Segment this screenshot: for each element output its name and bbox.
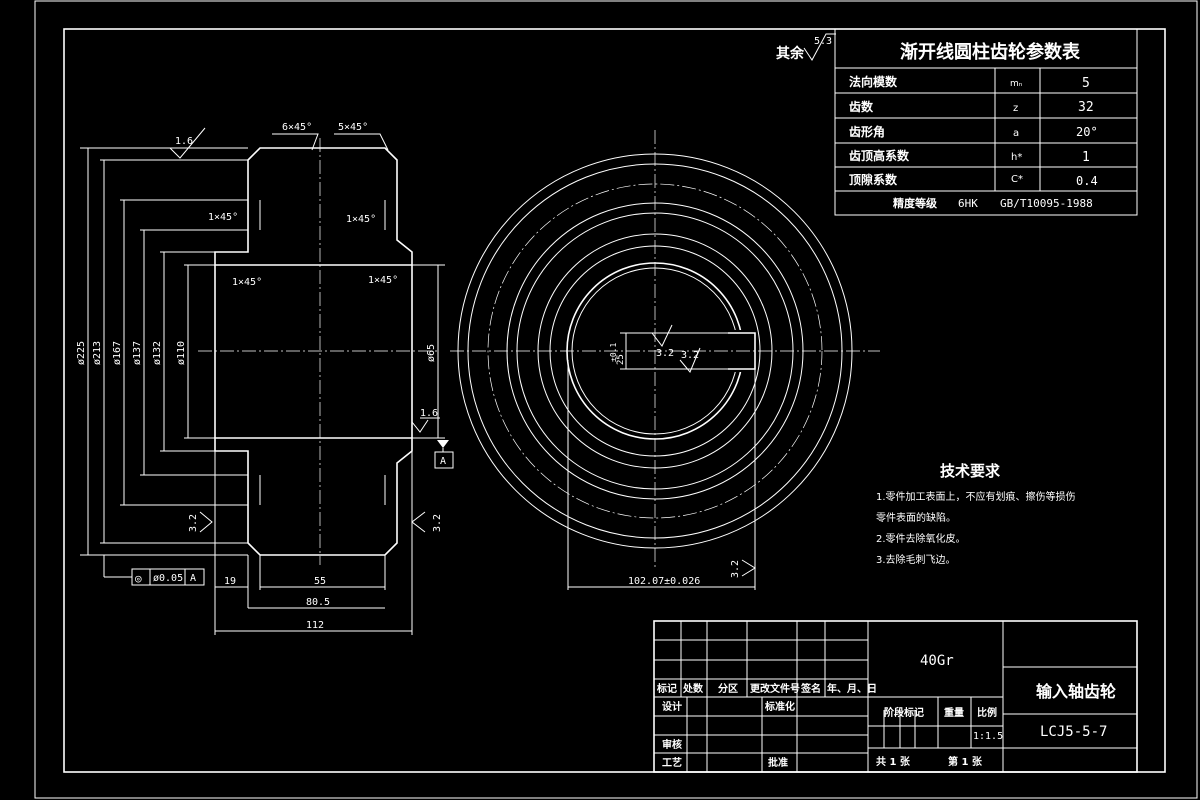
dim-dia-225: ø225 bbox=[76, 341, 87, 365]
label-review: 审核 bbox=[662, 738, 682, 751]
tech-req-item-1: 1.零件加工表面上，不应有划痕、擦伤等损伤 bbox=[876, 490, 1076, 503]
outer-frame bbox=[34, 0, 1198, 799]
roughness-3-2-right: 3.2 bbox=[432, 514, 443, 532]
accuracy-grade: 6HK bbox=[958, 197, 978, 210]
roughness-keyway-3: 3.2 bbox=[730, 560, 741, 578]
label-process: 工艺 bbox=[662, 756, 682, 769]
dim-keyway-tol: ±0.1 bbox=[609, 343, 618, 362]
remaining-roughness: 其余 5.3 bbox=[776, 33, 836, 62]
upper-section-hatch bbox=[214, 147, 413, 266]
param-name-1: 法向模数 bbox=[849, 74, 898, 89]
dim-len-19: 19 bbox=[224, 576, 236, 587]
param-value-1: 5 bbox=[1082, 76, 1090, 91]
gear-parameters-table: 渐开线圆柱齿轮参数表 法向模数 mₙ 5 齿数 z 32 齿形角 a 20° 齿… bbox=[834, 28, 1138, 216]
dim-len-112: 112 bbox=[306, 620, 324, 631]
tech-req-item-4: 3.去除毛刺飞边。 bbox=[876, 553, 956, 566]
params-table-title: 渐开线圆柱齿轮参数表 bbox=[900, 41, 1081, 63]
scale-value: 1:1.5 bbox=[973, 731, 1003, 742]
header-change-doc: 更改文件号 bbox=[750, 682, 800, 695]
label-standardize: 标准化 bbox=[764, 700, 795, 713]
roughness-3-2-left: 3.2 bbox=[188, 514, 199, 532]
param-name-5: 顶隙系数 bbox=[849, 172, 898, 187]
param-symbol-3: a bbox=[1013, 128, 1019, 139]
param-value-5: 0.4 bbox=[1076, 174, 1098, 188]
param-symbol-2: z bbox=[1013, 103, 1018, 114]
header-date: 年、月、日 bbox=[827, 682, 877, 695]
datum-box bbox=[434, 451, 454, 469]
tech-req-item-3: 2.零件去除氧化皮。 bbox=[876, 532, 966, 545]
dim-dia-167: ø167 bbox=[112, 341, 123, 365]
material: 40Gr bbox=[920, 653, 954, 669]
param-name-4: 齿顶高系数 bbox=[849, 148, 910, 163]
sheets-total: 共 1 张 bbox=[876, 755, 911, 768]
dim-dia-bore: ø65 bbox=[426, 344, 437, 362]
param-name-3: 齿形角 bbox=[849, 124, 885, 139]
inner-frame bbox=[63, 28, 1166, 773]
param-value-4: 1 bbox=[1082, 150, 1090, 165]
label-scale: 比例 bbox=[977, 706, 997, 719]
roughness-keyway-2: 3.2 bbox=[681, 350, 699, 361]
drawing-number: LCJ5-5-7 bbox=[1040, 724, 1107, 740]
header-count: 处数 bbox=[682, 682, 704, 695]
param-symbol-4: h* bbox=[1011, 152, 1022, 163]
header-zone: 分区 bbox=[718, 682, 738, 695]
chamfer-1x45-label-lr: 1×45° bbox=[368, 275, 398, 286]
roughness-1-6-bore: 1.6 bbox=[420, 408, 438, 419]
dim-dia-137: ø137 bbox=[132, 341, 143, 365]
label-approve: 批准 bbox=[768, 756, 788, 769]
param-symbol-5: C* bbox=[1011, 174, 1023, 185]
tolerance-frame bbox=[131, 568, 205, 586]
tolerance-datum: A bbox=[190, 573, 196, 584]
chamfer-1x45-label-ur: 1×45° bbox=[346, 214, 376, 225]
header-mark: 标记 bbox=[656, 682, 677, 695]
dim-keyway-width: 102.07±0.026 bbox=[628, 576, 700, 587]
chamfer-1x45-label-ul: 1×45° bbox=[208, 212, 238, 223]
label-stage: 阶段标记 bbox=[884, 706, 924, 719]
param-name-2: 齿数 bbox=[849, 99, 874, 114]
remaining-roughness-value: 5.3 bbox=[814, 36, 832, 47]
chamfer-1x45-label-ll: 1×45° bbox=[232, 277, 262, 288]
tech-req-item-2: 零件表面的缺陷。 bbox=[876, 511, 956, 524]
tolerance-value: ø0.05 bbox=[153, 573, 183, 584]
remaining-roughness-label: 其余 bbox=[776, 45, 805, 62]
datum-triangle bbox=[437, 440, 449, 448]
tech-req-title: 技术要求 bbox=[940, 462, 1001, 480]
param-value-3: 20° bbox=[1076, 125, 1098, 139]
label-weight: 重量 bbox=[944, 706, 964, 719]
chamfer-6x45-label: 6×45° bbox=[282, 122, 312, 133]
dim-len-80-5: 80.5 bbox=[306, 597, 330, 608]
sheet-number: 第 1 张 bbox=[948, 755, 983, 768]
dim-len-55: 55 bbox=[314, 576, 326, 587]
title-block: 标记 处数 分区 更改文件号 签名 年、月、日 设计 标准化 审核 工艺 批准 … bbox=[653, 620, 1138, 773]
technical-requirements: 技术要求 1.零件加工表面上，不应有划痕、擦伤等损伤 零件表面的缺陷。 2.零件… bbox=[876, 462, 1076, 566]
label-design: 设计 bbox=[662, 700, 682, 713]
datum-label: A bbox=[440, 456, 446, 467]
gear-section-view: ø225 ø213 ø167 ø137 ø132 ø110 ø65 6×45° … bbox=[76, 122, 454, 635]
roughness-keyway-1: 3.2 bbox=[656, 348, 674, 359]
dim-dia-213: ø213 bbox=[92, 341, 103, 365]
part-name: 输入轴齿轮 bbox=[1036, 682, 1116, 701]
header-signature: 签名 bbox=[800, 682, 821, 695]
tolerance-symbol: ◎ bbox=[135, 572, 142, 585]
param-value-2: 32 bbox=[1078, 100, 1094, 115]
gear-front-view: 25 ±0.1 102.07±0.026 3.2 3.2 3.2 bbox=[450, 130, 880, 590]
roughness-1-6-top: 1.6 bbox=[175, 136, 193, 147]
accuracy-label: 精度等级 bbox=[893, 196, 938, 210]
dim-dia-110: ø110 bbox=[176, 341, 187, 365]
chamfer-5x45-label: 5×45° bbox=[338, 122, 368, 133]
lower-section-hatch bbox=[214, 437, 413, 556]
dim-dia-132: ø132 bbox=[152, 341, 163, 365]
param-symbol-1: mₙ bbox=[1010, 79, 1023, 89]
accuracy-standard: GB/T10095-1988 bbox=[1000, 197, 1093, 210]
dim-keyway-depth: 25 bbox=[616, 354, 626, 365]
